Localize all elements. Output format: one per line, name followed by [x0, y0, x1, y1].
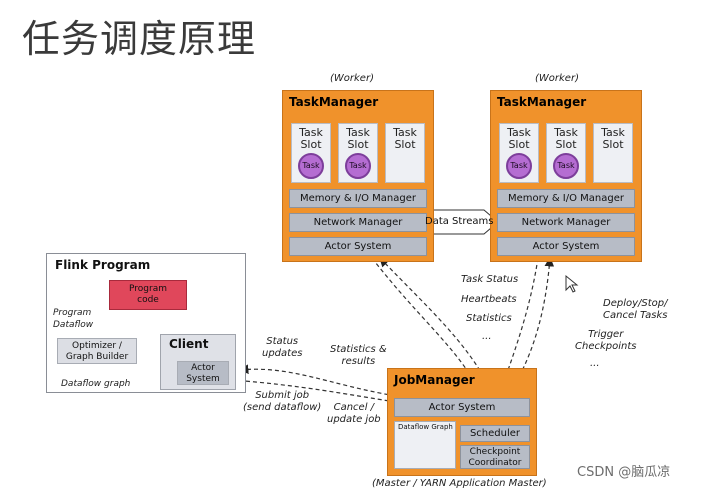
cursor-icon — [565, 274, 579, 293]
dataflow-graph-label: Dataflow graph — [61, 379, 131, 389]
worker-label-left: (Worker) — [330, 73, 374, 84]
worker-label-right: (Worker) — [535, 73, 579, 84]
status-updates-label: Status updates — [262, 336, 303, 359]
slot-label: Task Slot — [299, 126, 323, 151]
task-slot: Task Slot — [385, 123, 425, 183]
taskmanager-title: TaskManager — [497, 95, 587, 109]
actor-system: Actor System — [289, 237, 427, 256]
ellipsis-label: ... — [482, 331, 492, 342]
network-manager: Network Manager — [497, 213, 635, 232]
statistics-results-label: Statistics & results — [330, 344, 387, 367]
flink-program-title: Flink Program — [55, 258, 151, 272]
task-slot: Task Slot Task — [546, 123, 586, 183]
task-circle: Task — [553, 153, 579, 179]
trigger-label: Trigger Checkpoints — [575, 329, 637, 352]
dataflow-graph-title: Dataflow Graph — [398, 423, 453, 431]
scheduler: Scheduler — [460, 425, 530, 442]
task-slot: Task Slot — [593, 123, 633, 183]
page-title: 任务调度原理 — [22, 17, 257, 61]
task-circle: Task — [298, 153, 324, 179]
jobmanager-title: JobManager — [394, 373, 475, 387]
taskmanager-title: TaskManager — [289, 95, 379, 109]
heartbeats-label: Heartbeats — [461, 294, 517, 305]
task-circle: Task — [506, 153, 532, 179]
statistics-label: Statistics — [466, 313, 512, 324]
client-title: Client — [169, 337, 209, 351]
submit-job-label: Submit job (send dataflow) — [243, 390, 322, 413]
slot-label: Task Slot — [601, 126, 625, 151]
task-slot: Task Slot Task — [291, 123, 331, 183]
memory-io-manager: Memory & I/O Manager — [289, 189, 427, 208]
jobmanager-actor-system: Actor System — [394, 398, 530, 417]
slot-label: Task Slot — [393, 126, 417, 151]
task-slot: Task Slot Task — [338, 123, 378, 183]
client-box: Client Actor System — [160, 334, 236, 390]
dataflow-graph-box: Dataflow Graph — [394, 421, 456, 469]
ellipsis-label-right: ... — [590, 358, 600, 369]
deploy-label: Deploy/Stop/ Cancel Tasks — [603, 298, 668, 321]
task-status-label: Task Status — [461, 274, 519, 285]
taskmanager-left: TaskManager Task Slot Task Task Slot Tas… — [282, 90, 434, 262]
watermark: CSDN @脑瓜凉 — [577, 465, 671, 480]
master-label: (Master / YARN Application Master) — [372, 478, 547, 489]
task-circle: Task — [345, 153, 371, 179]
client-actor-system: Actor System — [177, 361, 229, 385]
checkpoint-coordinator: Checkpoint Coordinator — [460, 445, 530, 469]
memory-io-manager: Memory & I/O Manager — [497, 189, 635, 208]
taskmanager-right: TaskManager Task Slot Task Task Slot Tas… — [490, 90, 642, 262]
network-manager: Network Manager — [289, 213, 427, 232]
program-dataflow-label: Program Dataflow — [53, 308, 94, 330]
slot-label: Task Slot — [507, 126, 531, 151]
data-streams-label: Data Streams — [425, 216, 494, 227]
slot-label: Task Slot — [554, 126, 578, 151]
slot-label: Task Slot — [346, 126, 370, 151]
program-code-box: Program code — [109, 280, 187, 310]
optimizer-box: Optimizer / Graph Builder — [57, 338, 137, 364]
task-slot: Task Slot Task — [499, 123, 539, 183]
cancel-update-label: Cancel / update job — [327, 402, 381, 425]
jobmanager: JobManager Actor System Dataflow Graph S… — [387, 368, 537, 476]
actor-system: Actor System — [497, 237, 635, 256]
